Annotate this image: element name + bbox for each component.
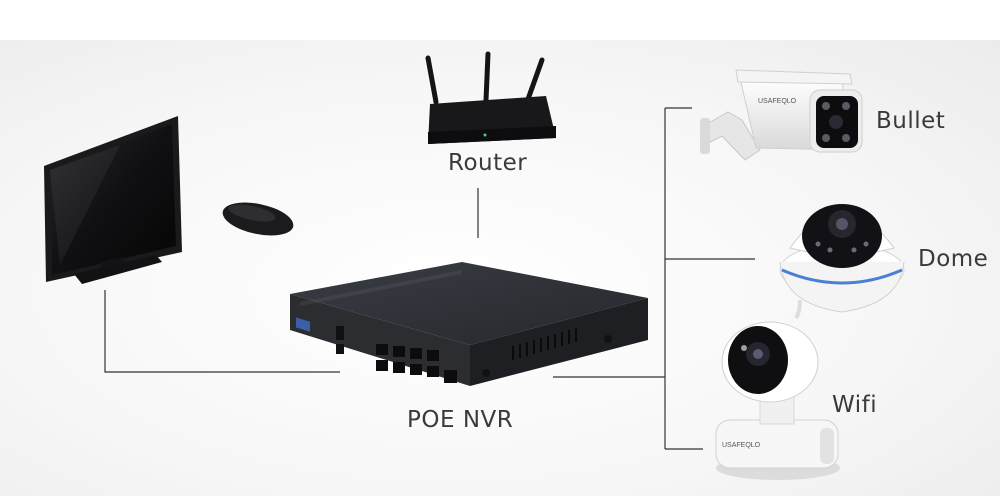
top-white-band: [0, 0, 1000, 40]
dome-camera: [779, 204, 905, 320]
monitor-nvr-line: [104, 290, 340, 373]
wifi-camera: USAFEQLO: [715, 321, 840, 480]
poe-nvr-device: [290, 262, 648, 386]
connection-lines: [104, 107, 755, 450]
bullet-label: Bullet: [876, 108, 946, 134]
bullet-brand-text: USAFEQLO: [758, 98, 797, 105]
router-label: Router: [448, 150, 528, 176]
bullet-camera: USAFEQLO: [699, 69, 863, 161]
ethernet-ports: [376, 344, 457, 383]
dome-label: Dome: [918, 246, 989, 272]
router-icon: [425, 51, 556, 144]
side-vents: [512, 328, 577, 360]
nvr-label: POE NVR: [407, 407, 514, 433]
mouse-icon: [222, 202, 294, 236]
monitor-icon: [44, 116, 182, 284]
wifi-brand-text: USAFEQLO: [722, 442, 761, 449]
wifi-label: Wifi: [832, 392, 878, 418]
